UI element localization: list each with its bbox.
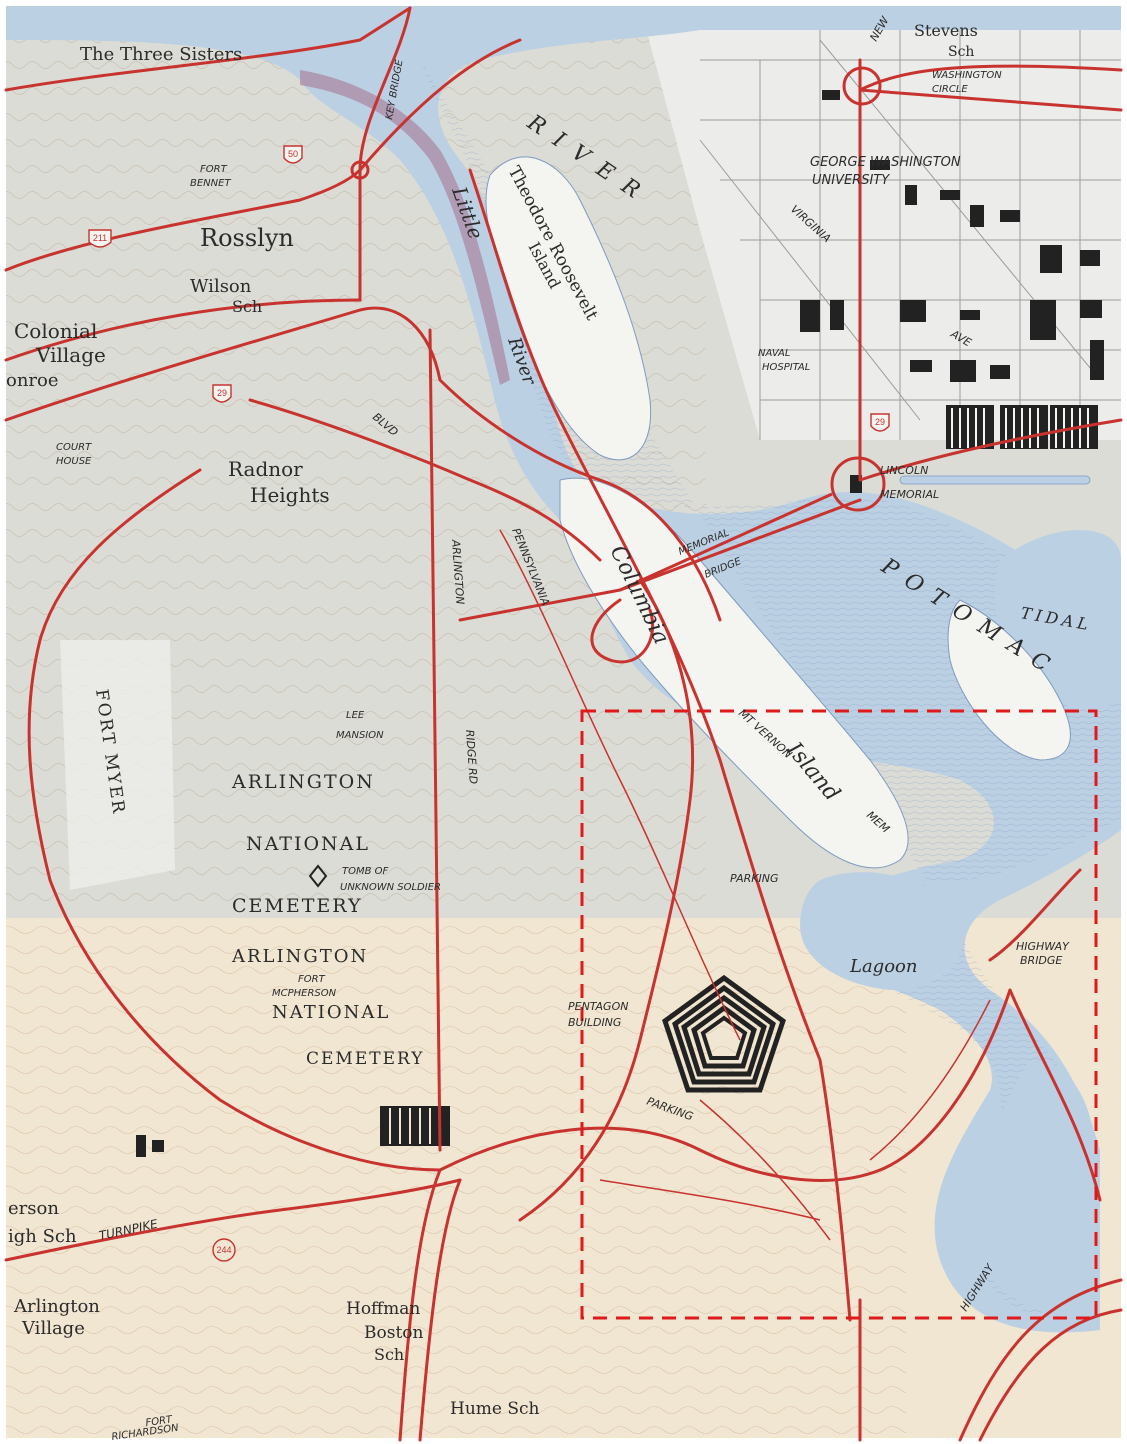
boundary-channel <box>977 1060 1100 1320</box>
dc-street-grid <box>699 30 1121 440</box>
lagoon <box>800 872 964 990</box>
route-shield-244: 244 <box>216 1245 231 1255</box>
label-pentagon-building-2: BUILDING <box>568 1016 621 1029</box>
label-fort-mcpherson: FORT <box>298 974 326 985</box>
label-arlington-2: ARLINGTON <box>231 946 368 967</box>
rosslyn-riverbank <box>300 70 510 385</box>
fort-myer-area <box>60 640 175 890</box>
label-hume-sch: Hume Sch <box>450 1399 540 1419</box>
label-colonial-village: Colonial <box>14 319 97 343</box>
label-hoffman-boston-sch-2: Boston <box>364 1323 424 1343</box>
label-arlington-national-cemetery-3: CEMETERY <box>232 895 363 917</box>
label-fort-bennet-2: BENNET <box>190 178 231 189</box>
label-tomb-unknown-soldier-2: UNKNOWN SOLDIER <box>340 882 441 893</box>
label-three-sisters: The Three Sisters <box>80 44 242 65</box>
label-washington-circle: WASHINGTON <box>932 70 1002 81</box>
label-highway-bridge: HIGHWAY <box>1016 940 1070 953</box>
rosslyn-circle <box>350 160 370 180</box>
route-shield-50: 50 <box>288 149 298 159</box>
label-naval-hospital: NAVAL <box>758 348 790 359</box>
label-fort-bennet: FORT <box>200 164 228 175</box>
label-colonial-village-2: Village <box>35 343 106 367</box>
label-lincoln-memorial-2: MEMORIAL <box>880 488 939 501</box>
label-national-2: NATIONAL <box>272 1002 390 1023</box>
munitions-buildings <box>946 405 1098 449</box>
label-rosslyn: Rosslyn <box>200 224 294 252</box>
route-shield-29: 29 <box>217 388 227 398</box>
label-wilson-sch-2: Sch <box>232 297 262 316</box>
label-arlington-village: Arlington <box>13 1296 100 1317</box>
label-stevens-sch-2: Sch <box>948 44 974 60</box>
dc-buildings <box>800 90 1104 493</box>
label-monroe: onroe <box>6 370 59 391</box>
label-arlington-national-cemetery-2: NATIONAL <box>246 833 370 855</box>
label-pentagon-building: PENTAGON <box>568 1000 628 1013</box>
east-potomac-park <box>947 599 1071 761</box>
reflecting-pool <box>899 475 1091 485</box>
label-stevens-sch: Stevens <box>914 21 978 40</box>
label-arlington-village-2: Village <box>21 1318 85 1339</box>
label-wilson-sch: Wilson <box>190 276 252 297</box>
route-shield-29b: 29 <box>875 417 885 427</box>
label-lee-mansion: LEE <box>346 710 365 721</box>
label-washington-circle-2: CIRCLE <box>932 84 968 95</box>
memorial-bridge <box>619 492 833 592</box>
roads-thin <box>499 529 991 1241</box>
label-parking-1: PARKING <box>730 872 778 885</box>
label-highway-bridge-2: BRIDGE <box>1020 954 1062 967</box>
label-lee-mansion-2: MANSION <box>336 730 384 741</box>
label-hoffman-boston-sch: Hoffman <box>346 1299 420 1319</box>
label-lincoln-memorial: LINCOLN <box>880 464 928 477</box>
label-jefferson-high-sch-2: igh Sch <box>8 1226 77 1247</box>
label-tomb-unknown-soldier: TOMB OF <box>342 866 389 877</box>
route-shields: 50 211 29 244 29 <box>88 145 890 1262</box>
label-ridge-rd: RIDGE RD <box>463 729 480 784</box>
focus-box <box>580 709 1098 1320</box>
label-fort-richardson: FORT <box>145 1414 174 1429</box>
tomb-marker-icon <box>308 864 328 888</box>
label-cemetery-2: CEMETERY <box>306 1049 424 1069</box>
washington-circle <box>842 66 882 106</box>
label-george-washington-university: GEORGE WASHINGTON <box>810 155 961 170</box>
label-radnor-heights-2: Heights <box>250 483 330 507</box>
label-naval-hospital-2: HOSPITAL <box>762 362 810 373</box>
label-court-house-2: HOUSE <box>56 456 92 467</box>
pentagon-building <box>662 974 786 1093</box>
label-arlington-national-cemetery-1: ARLINGTON <box>231 771 375 793</box>
route-shield-211: 211 <box>93 233 107 243</box>
label-hoffman-boston-sch-3: Sch <box>374 1345 404 1364</box>
label-fort-mcpherson-2: MCPHERSON <box>272 988 337 999</box>
land-tan-contours <box>6 918 906 1438</box>
label-george-washington-university-2: UNIVERSITY <box>812 173 890 188</box>
label-arlington-ridge-rd: ARLINGTON <box>449 538 467 605</box>
label-radnor-heights: Radnor <box>228 457 303 481</box>
label-jefferson-high-sch: erson <box>8 1198 59 1219</box>
label-court-house: COURT <box>56 442 92 453</box>
label-lagoon: Lagoon <box>849 956 917 977</box>
lincoln-memorial-circle <box>830 456 886 512</box>
